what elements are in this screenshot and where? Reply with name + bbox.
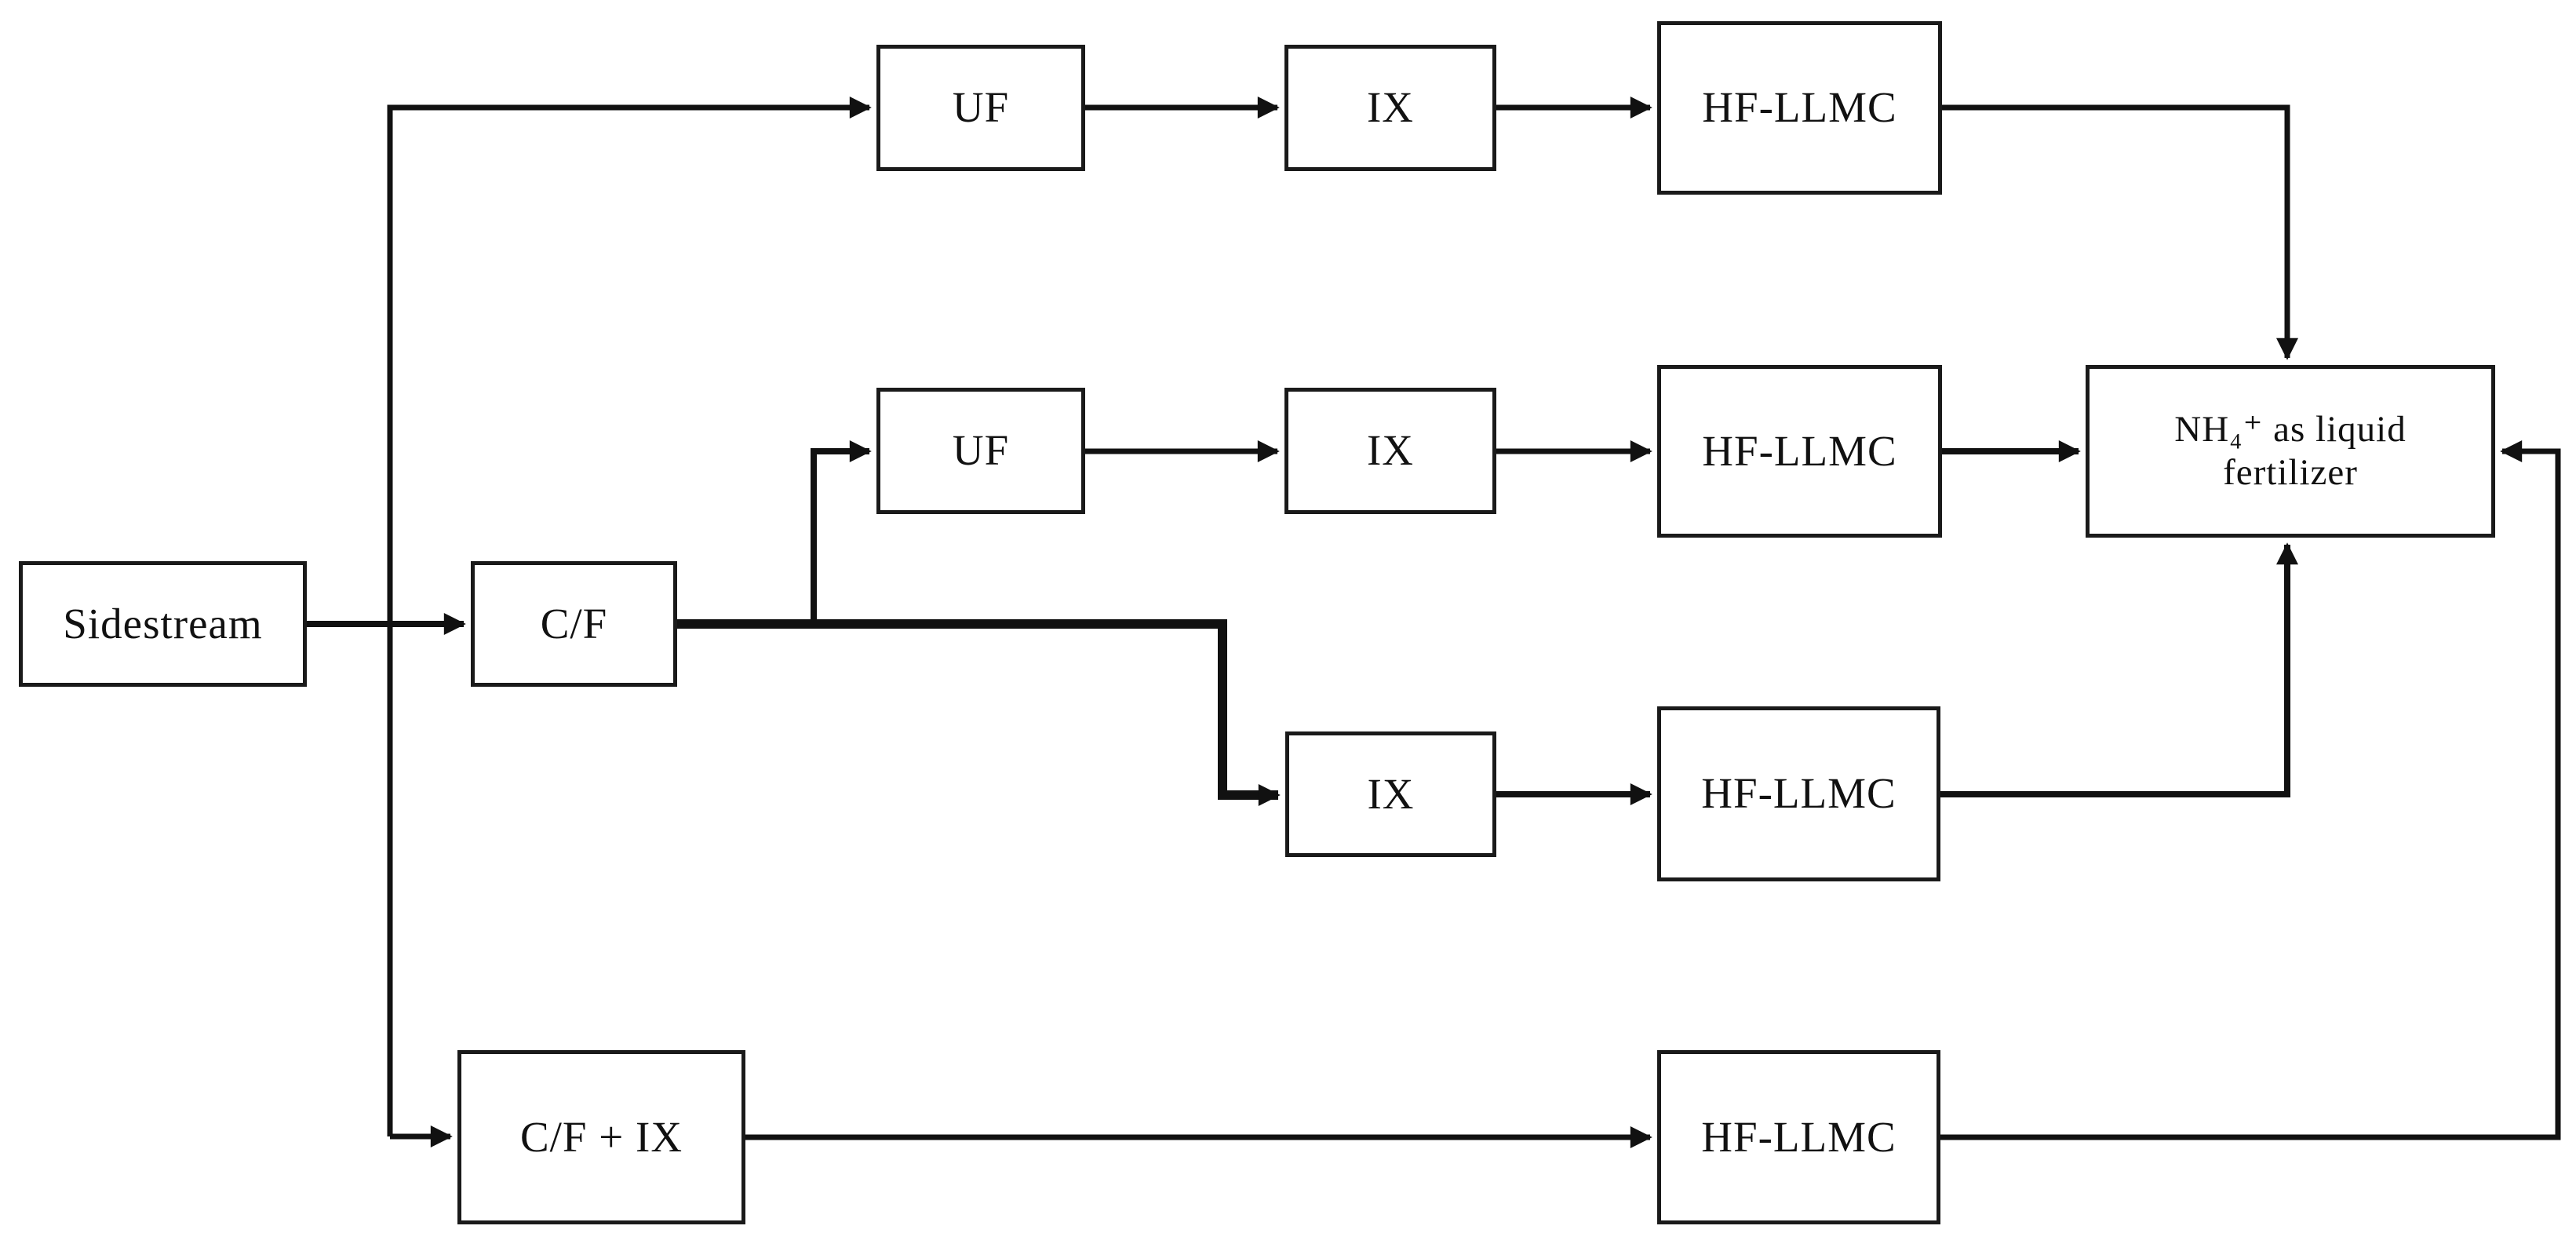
node-ix-train1-label: IX [1366, 83, 1415, 132]
node-ix-train2: IX [1284, 388, 1496, 514]
node-cf-plus-ix-label: C/F + IX [519, 1112, 683, 1161]
node-ammonium-fertilizer-product-label: NH₄⁺ as liquid fertilizer [2174, 408, 2407, 493]
node-hfllmc-train4: HF-LLMC [1657, 1050, 1940, 1224]
node-cf-label: C/F [540, 599, 608, 648]
node-ix-train3-label: IX [1367, 769, 1415, 818]
node-cf: C/F [471, 561, 677, 687]
node-hfllmc-train3-label: HF-LLMC [1701, 769, 1896, 818]
node-ammonium-fertilizer-product: NH₄⁺ as liquid fertilizer [2086, 365, 2495, 538]
node-ix-train2-label: IX [1366, 426, 1415, 475]
edge-cf-uf2 [811, 440, 872, 627]
edge-hf1-product [1942, 104, 2298, 360]
node-uf-train2-label: UF [952, 426, 1010, 475]
node-cf-plus-ix: C/F + IX [457, 1050, 745, 1224]
node-ix-train3: IX [1285, 731, 1496, 857]
node-sidestream-label: Sidestream [63, 599, 263, 648]
node-hfllmc-train1-label: HF-LLMC [1702, 83, 1897, 132]
node-uf-train2: UF [876, 388, 1085, 514]
node-hfllmc-train3: HF-LLMC [1657, 706, 1940, 881]
node-hfllmc-train2: HF-LLMC [1657, 365, 1942, 538]
node-hfllmc-train1: HF-LLMC [1657, 21, 1942, 195]
node-ix-train1: IX [1284, 45, 1496, 171]
edge-cf-ix3 [677, 619, 1281, 806]
node-uf-train1: UF [876, 45, 1085, 171]
edge-sidestream-uf1 [387, 97, 872, 1136]
edge-hf4-product [1940, 440, 2561, 1140]
node-sidestream: Sidestream [19, 561, 307, 687]
node-hfllmc-train2-label: HF-LLMC [1702, 426, 1897, 475]
edge-hf3-product [1940, 542, 2298, 797]
node-hfllmc-train4-label: HF-LLMC [1701, 1112, 1896, 1161]
node-uf-train1-label: UF [952, 83, 1010, 132]
